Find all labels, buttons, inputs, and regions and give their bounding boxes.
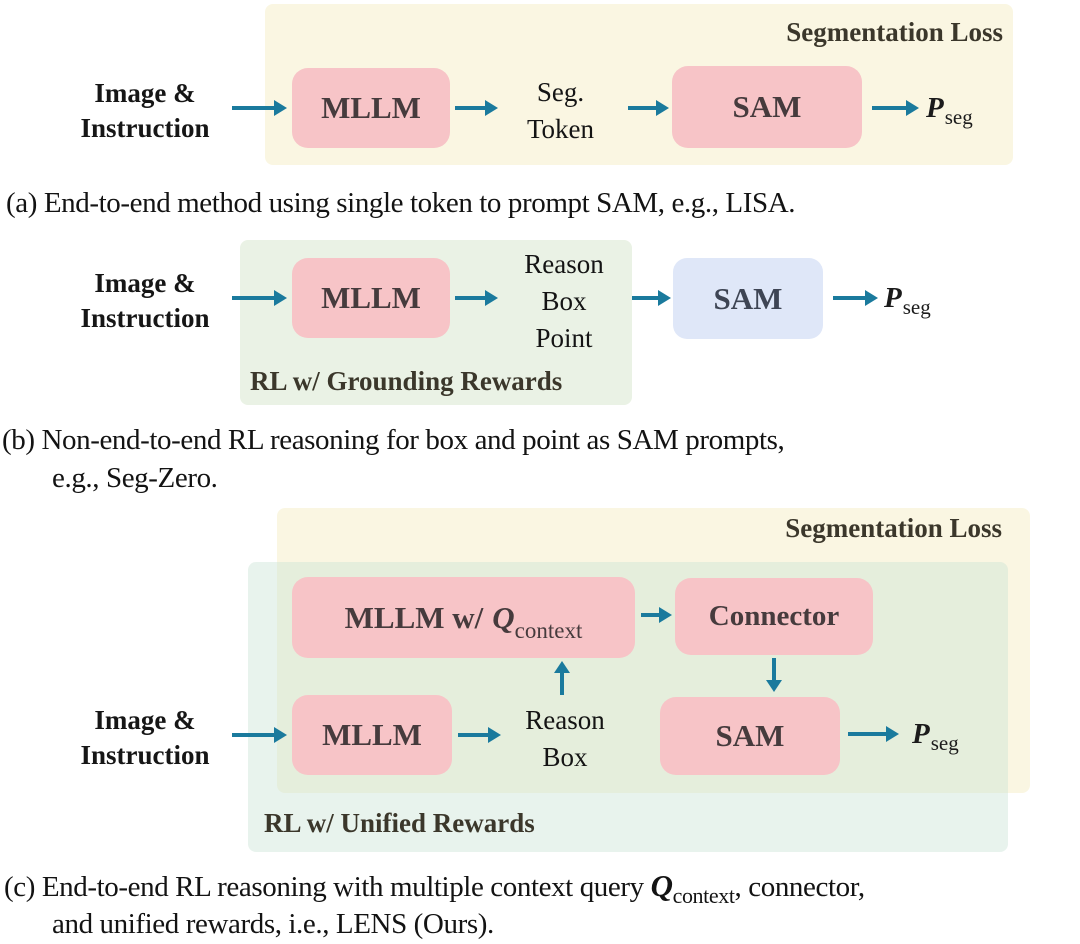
panel-c-reason-line2: Box bbox=[542, 742, 588, 772]
panel-b-input-line2: Instruction bbox=[80, 303, 210, 333]
arrow-right-icon bbox=[628, 100, 669, 116]
panel-a-seg-token-label: Seg. Token bbox=[503, 74, 618, 148]
arrow-right-icon bbox=[232, 100, 287, 116]
panel-b-reason-line1: Reason bbox=[524, 249, 604, 279]
panel-a-caption: (a) End-to-end method using single token… bbox=[6, 187, 796, 219]
panel-c-caption-line1: (c) End-to-end RL reasoning with multipl… bbox=[4, 868, 865, 909]
panel-b-caption-line1: (b) Non-end-to-end RL reasoning for box … bbox=[2, 424, 785, 456]
panel-c-input-line2: Instruction bbox=[80, 740, 210, 770]
arrow-right-icon bbox=[455, 290, 498, 306]
panel-a-sam-box: SAM bbox=[672, 66, 862, 148]
panel-c-caption-line2: and unified rewards, i.e., LENS (Ours). bbox=[52, 908, 494, 940]
panel-c-reason-label: Reason Box bbox=[506, 702, 624, 776]
panel-c-sam-box: SAM bbox=[660, 697, 840, 775]
panel-c-q-subscript: context bbox=[514, 618, 583, 643]
arrow-right-icon bbox=[833, 290, 878, 306]
panel-c-caption-part1: (c) End-to-end RL reasoning with multipl… bbox=[4, 871, 651, 903]
panel-b-reason-line3: Point bbox=[535, 323, 593, 353]
panel-c-caption-part2: , connector, bbox=[734, 871, 866, 903]
panel-b-sam-box: SAM bbox=[673, 258, 823, 339]
panel-a-pseg-symbol: P bbox=[926, 92, 944, 124]
panel-b-pseg-symbol: P bbox=[884, 282, 902, 314]
panel-b-mllm-box: MLLM bbox=[292, 258, 450, 338]
panel-b-reason-line2: Box bbox=[541, 286, 587, 316]
arrow-right-icon bbox=[232, 290, 287, 306]
panel-a-input-line2: Instruction bbox=[80, 113, 210, 143]
arrow-right-icon bbox=[232, 727, 287, 743]
panel-b-mllm-label: MLLM bbox=[321, 280, 421, 315]
panel-a-seg-token-line1: Seg. bbox=[536, 77, 585, 107]
arrow-down-icon bbox=[766, 658, 782, 692]
panel-b-pseg-subscript: seg bbox=[902, 294, 931, 319]
panel-c-caption-q-subscript: context bbox=[672, 882, 735, 908]
panel-b-sam-label: SAM bbox=[713, 280, 783, 316]
arrow-right-icon bbox=[641, 607, 672, 623]
panel-a-sam-label: SAM bbox=[732, 89, 802, 124]
panel-a-input-label: Image & Instruction bbox=[50, 76, 240, 146]
panel-a-pseg-output: Pseg bbox=[926, 92, 973, 130]
panel-a-mllm-box: MLLM bbox=[292, 68, 450, 148]
panel-c-pseg-output: Pseg bbox=[912, 718, 959, 756]
panel-b-caption-line2: e.g., Seg-Zero. bbox=[52, 462, 218, 494]
panel-b-rl-rewards-label: RL w/ Grounding Rewards bbox=[250, 366, 563, 396]
arrow-right-icon bbox=[872, 100, 919, 116]
panel-c-input-line1: Image & bbox=[94, 705, 196, 735]
panel-a-seg-token-line2: Token bbox=[526, 114, 595, 144]
panel-c-caption-q-symbol: Q bbox=[650, 868, 673, 903]
panel-a-mllm-label: MLLM bbox=[321, 90, 421, 125]
arrow-up-icon bbox=[554, 661, 570, 695]
panel-c-sam-label: SAM bbox=[715, 718, 785, 753]
panel-c-connector-label: Connector bbox=[708, 600, 840, 632]
panel-c-reason-line1: Reason bbox=[525, 705, 605, 735]
panel-c-pseg-subscript: seg bbox=[930, 730, 959, 755]
arrow-right-icon bbox=[848, 726, 899, 742]
panel-c-mllm-label: MLLM bbox=[322, 717, 422, 752]
panel-b-pseg-output: Pseg bbox=[884, 282, 931, 320]
panel-c-segmentation-loss-label: Segmentation Loss bbox=[785, 513, 1002, 543]
panel-b-input-line1: Image & bbox=[94, 268, 196, 298]
panel-a-pseg-subscript: seg bbox=[944, 104, 973, 129]
arrow-right-icon bbox=[632, 290, 671, 306]
panel-c-pseg-symbol: P bbox=[912, 718, 930, 750]
panel-a-input-line1: Image & bbox=[94, 78, 196, 108]
panel-b-input-label: Image & Instruction bbox=[50, 266, 240, 336]
panel-c-input-label: Image & Instruction bbox=[50, 703, 240, 773]
arrow-right-icon bbox=[455, 100, 498, 116]
panel-c-rl-rewards-label: RL w/ Unified Rewards bbox=[264, 808, 535, 838]
panel-c-mllm-q-prefix: MLLM w/ bbox=[344, 599, 484, 635]
panel-c-connector-box: Connector bbox=[675, 578, 873, 655]
panel-c-mllm-box: MLLM bbox=[292, 695, 452, 775]
panel-b-reason-label: Reason Box Point bbox=[505, 246, 623, 357]
arrow-right-icon bbox=[458, 727, 501, 743]
panel-c-q-symbol: Q bbox=[492, 599, 515, 635]
panel-a-segmentation-loss-label: Segmentation Loss bbox=[786, 17, 1003, 47]
